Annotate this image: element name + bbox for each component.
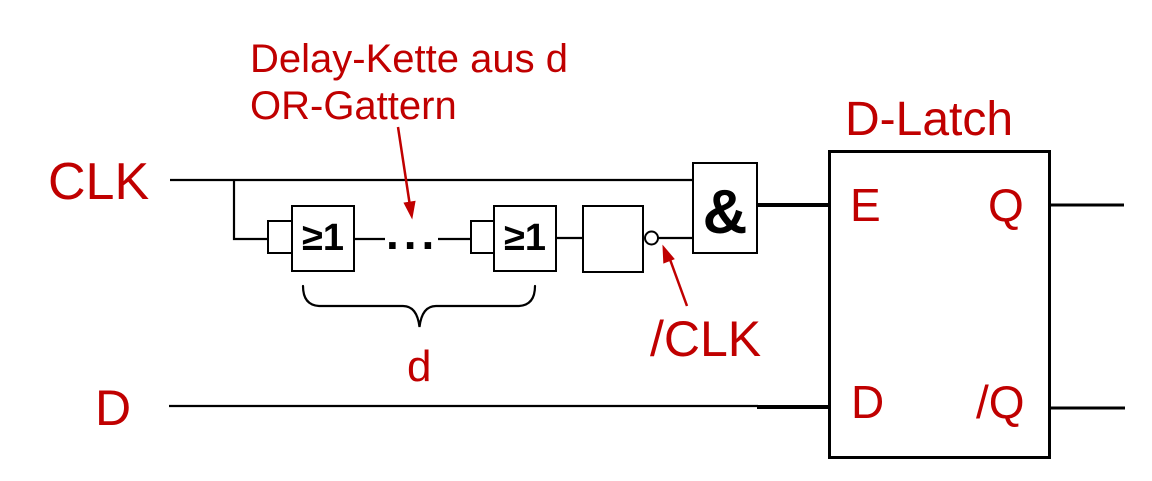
or-gate-1: ≥1 bbox=[291, 205, 355, 272]
invclk-arrow bbox=[666, 253, 689, 307]
inverter-bubble bbox=[644, 230, 659, 246]
and-gate: & bbox=[692, 162, 758, 254]
inverted-clock-label: /CLK bbox=[650, 311, 762, 367]
clk-signal-label: CLK bbox=[48, 153, 150, 211]
latch-pin-q-not: /Q bbox=[976, 376, 1025, 428]
or-gate-2: ≥1 bbox=[493, 205, 557, 272]
brace-count-label: d bbox=[407, 342, 432, 391]
and-gate-label: & bbox=[702, 177, 748, 247]
brace-under-or-gates bbox=[301, 284, 537, 328]
delay-note-arrowhead-icon bbox=[403, 200, 416, 220]
d-signal-label: D bbox=[95, 380, 132, 436]
or-gate-2-label: ≥1 bbox=[504, 217, 546, 259]
latch-pin-enable: E bbox=[850, 179, 881, 231]
chain-ellipsis: ... bbox=[386, 207, 440, 259]
latch-pin-data: D bbox=[851, 376, 885, 428]
delay-chain-annotation-line2: OR-Gattern bbox=[250, 84, 457, 128]
d-latch-box bbox=[828, 150, 1051, 459]
or2-input-bridge bbox=[470, 220, 495, 254]
inverter-gate bbox=[582, 205, 644, 273]
latch-pin-q: Q bbox=[988, 179, 1024, 231]
d-latch-title: D-Latch bbox=[845, 93, 1014, 146]
or1-input-bridge bbox=[267, 220, 293, 254]
delay-note-arrow bbox=[396, 126, 412, 207]
invclk-arrowhead-icon bbox=[662, 244, 675, 264]
or-gate-1-label: ≥1 bbox=[302, 217, 344, 259]
delay-chain-annotation-line1: Delay-Kette aus d bbox=[250, 37, 568, 81]
clk-branch-wire bbox=[232, 180, 268, 241]
